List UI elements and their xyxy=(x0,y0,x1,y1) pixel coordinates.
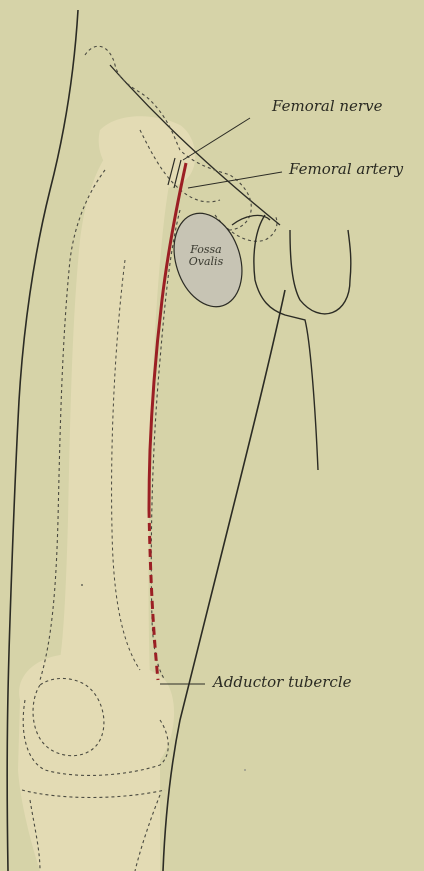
knee-region xyxy=(18,654,174,871)
label-femoral-nerve: Femoral nerve xyxy=(272,97,382,115)
speck xyxy=(244,769,246,771)
label-fossa-ovalis: Fossa Ovalis xyxy=(176,244,236,268)
label-femoral-artery: Femoral artery xyxy=(289,160,403,178)
label-adductor-tubercle: Adductor tubercle xyxy=(213,673,352,691)
speck xyxy=(81,584,83,586)
label-fossa-line2: Ovalis xyxy=(176,256,236,268)
